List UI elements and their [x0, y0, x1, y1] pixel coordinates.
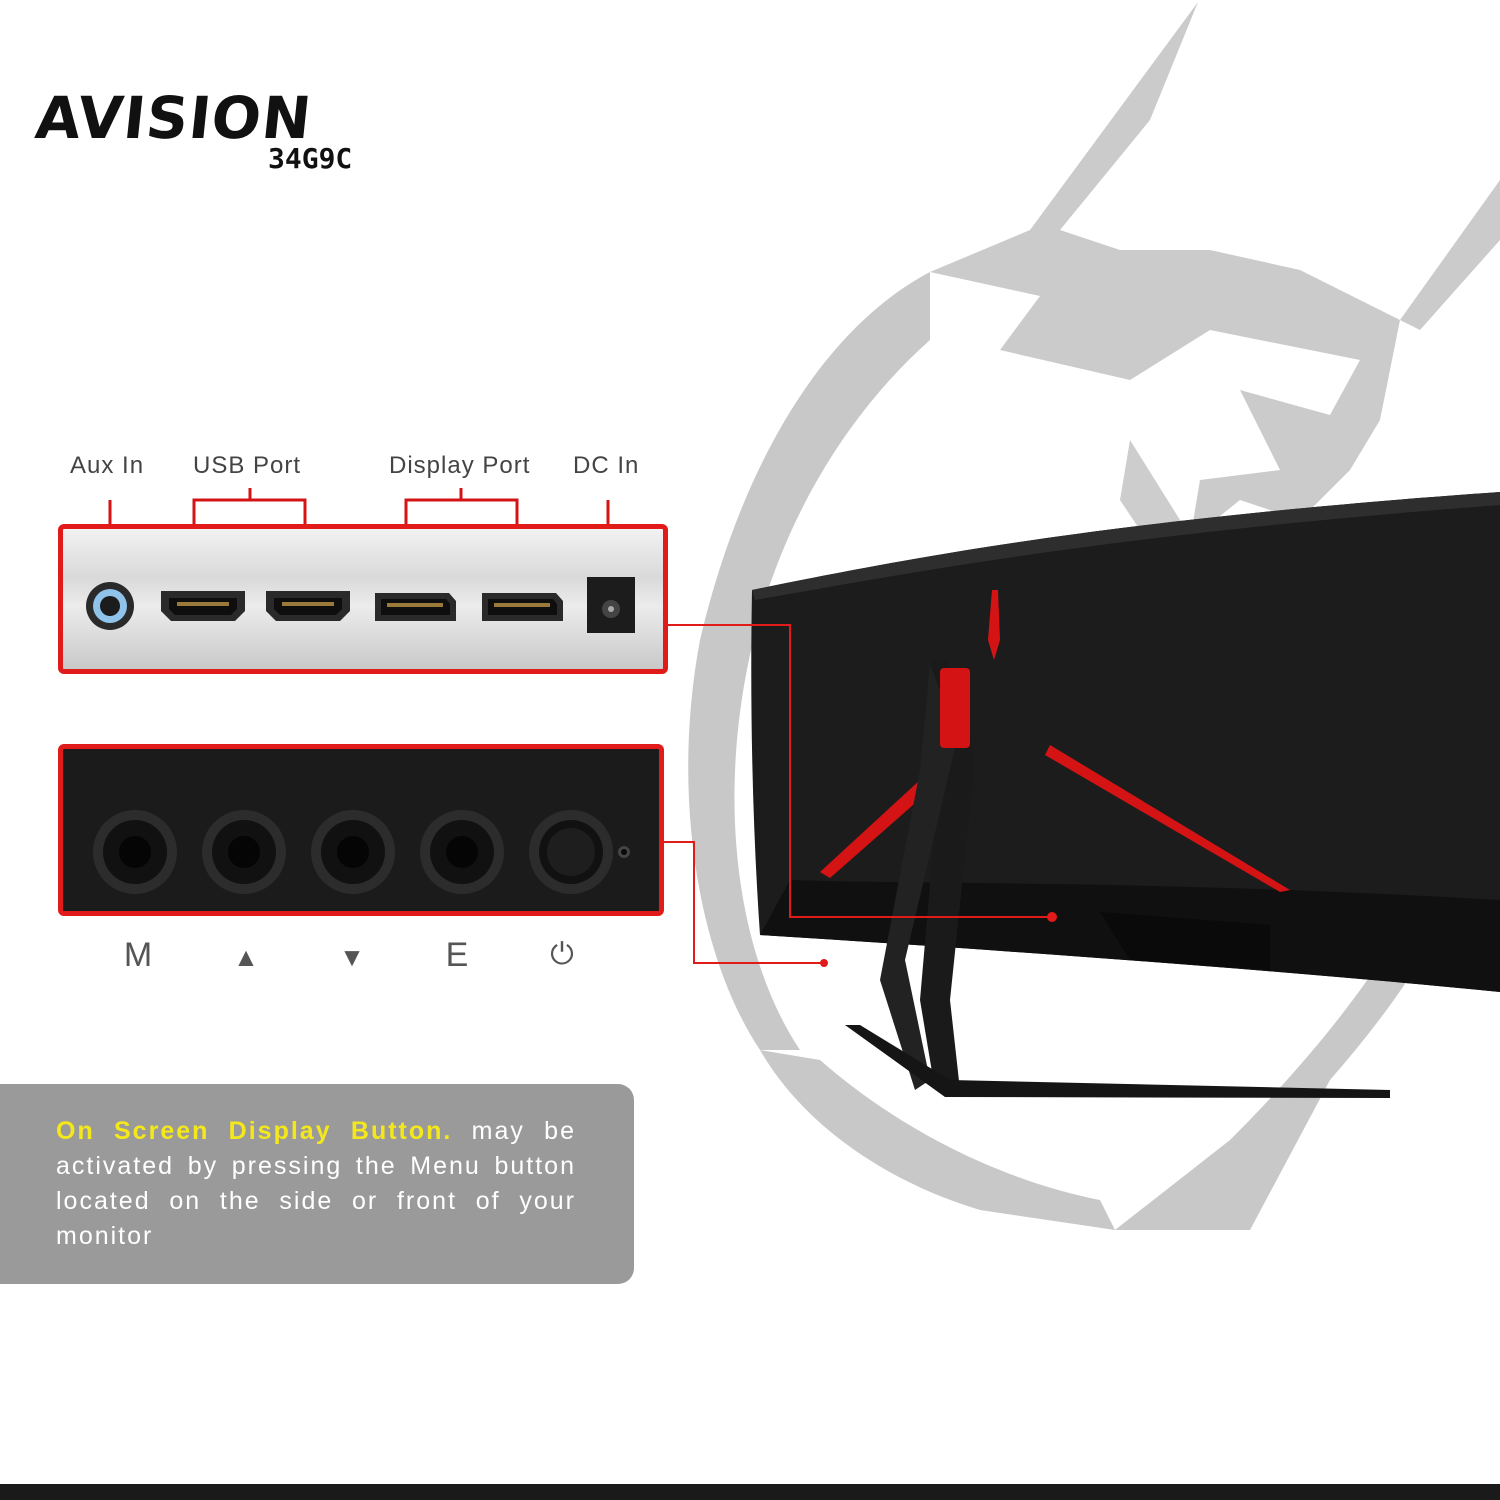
label-display-port: Display Port: [389, 452, 531, 479]
label-up-button: ▲: [233, 942, 259, 972]
label-down-button: ▼: [339, 942, 365, 972]
osd-info-text: On Screen Display Button. may be activat…: [56, 1114, 576, 1254]
exit-button[interactable]: [420, 810, 504, 894]
monitor-stand: [845, 660, 1390, 1098]
down-button[interactable]: [311, 810, 395, 894]
buttons-panel: [58, 744, 664, 916]
power-button[interactable]: [529, 810, 613, 894]
up-button[interactable]: [202, 810, 286, 894]
power-led-icon: [618, 846, 630, 858]
ports-panel: [58, 524, 668, 674]
label-dc-in: DC In: [573, 452, 640, 479]
osd-info-box: [0, 1084, 634, 1284]
menu-button[interactable]: [93, 810, 177, 894]
dc-jack-icon: [587, 577, 635, 633]
label-exit-button: E: [445, 936, 469, 974]
displayport-icon: [482, 593, 563, 621]
label-usb-port: USB Port: [193, 452, 302, 479]
label-menu-button: M: [123, 936, 153, 974]
footer-bar: [0, 1484, 1500, 1500]
model-number: 34G9C: [268, 142, 353, 175]
audio-jack-icon: [86, 582, 134, 630]
hdmi-port-icon: [161, 591, 245, 621]
power-icon: ⏻: [550, 938, 574, 971]
osd-description: may be activated by pressing the Menu bu…: [56, 1117, 576, 1250]
brand-logo: AVISION 34G9C: [32, 84, 396, 184]
displayport-icon: [375, 593, 456, 621]
osd-highlight: On Screen Display Button.: [56, 1117, 453, 1145]
connector-lines: [664, 624, 1057, 967]
label-aux-in: Aux In: [70, 452, 145, 479]
hdmi-port-icon: [266, 591, 350, 621]
